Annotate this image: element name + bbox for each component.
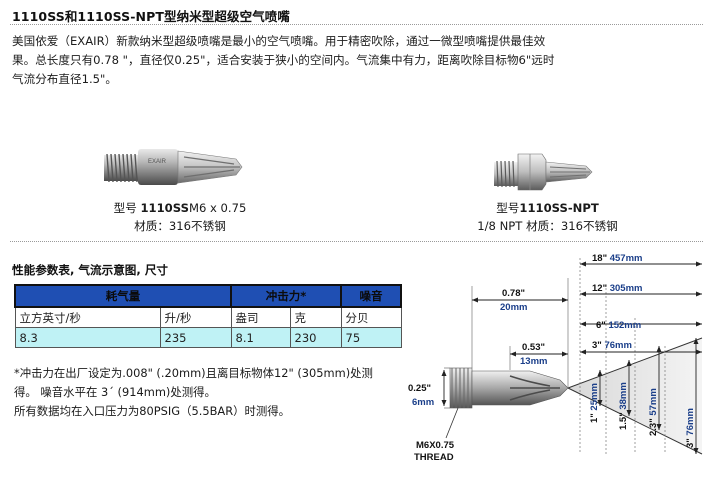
dim-15in-label: 1.5" 38mm — [618, 382, 629, 430]
dim-12in-label: 12" 305mm — [592, 283, 642, 294]
description-line: 气流分布直径1.5"。 — [12, 72, 117, 86]
value-cell: 230 — [289, 327, 342, 348]
unit-cell: 克 — [289, 306, 342, 328]
nozzle-1110ss-npt-image — [494, 153, 593, 191]
dim-3in-top-label: 3" 76mm — [592, 340, 632, 351]
thread-callout-line1: M6X0.75 — [416, 440, 455, 451]
noise-header: 噪音 — [340, 284, 402, 308]
dim-23in-label: 2.3" 57mm — [648, 388, 659, 436]
dim-1in-label: 1" 25mm — [589, 383, 600, 423]
dim-053in-label: 0.53" — [522, 342, 545, 353]
product-1110ss-npt-model: 型号1110SS-NPT — [496, 201, 599, 215]
unit-cell: 升/秒 — [159, 306, 232, 328]
performance-values-row: 8.3 235 8.1 230 75 — [14, 327, 402, 348]
body-engraving: EXAIR — [148, 159, 167, 165]
air-consumption-header: 耗气量 — [14, 284, 232, 308]
product-1110ss-material: 材质：316不锈钢 — [134, 219, 226, 233]
value-cell: 8.3 — [14, 327, 161, 348]
dim-18in-label: 18" 457mm — [592, 253, 642, 264]
dim-6in-label: 6" 152mm — [596, 320, 641, 331]
thread-callout-line2: THREAD — [414, 452, 454, 463]
value-cell: 8.1 — [230, 327, 291, 348]
performance-table: 耗气量 冲击力* 噪音 立方英寸/秒 升/秒 盎司 克 分贝 8.3 235 8… — [14, 284, 402, 348]
unit-cell: 立方英寸/秒 — [14, 306, 161, 328]
description-line: 果。总长度只有0.78 "，直径仅0.25"，适合安装于狭小的空间内。气流集中有… — [12, 53, 555, 67]
footnote: *冲击力在出厂设定为.008" (.20mm)且离目标物体12" (305mm)… — [14, 366, 373, 380]
dim-20mm-label: 20mm — [500, 302, 527, 313]
value-cell: 235 — [159, 327, 232, 348]
force-header: 冲击力* — [230, 284, 342, 308]
performance-title: 性能参数表, 气流示意图, 尺寸 — [12, 263, 169, 277]
product-1110ss-npt-material: 1/8 NPT 材质：316不锈钢 — [477, 219, 618, 233]
page-title: 1110SS和1110SS-NPT型纳米型超级空气喷嘴 — [12, 9, 291, 24]
dim-6mm-label: 6mm — [412, 397, 434, 408]
nozzle-1110ss-image: EXAIR — [104, 149, 243, 185]
dim-13mm-label: 13mm — [520, 356, 547, 367]
footnote: 所有数据均在入口压力为80PSIG（5.5BAR）时测得。 — [14, 404, 291, 418]
title-divider — [10, 24, 703, 25]
performance-header-row: 耗气量 冲击力* 噪音 — [14, 284, 402, 308]
unit-cell: 分贝 — [340, 306, 402, 328]
footnote: 得。 噪音水平在 3´ (914mm)处测得。 — [14, 385, 216, 399]
airflow-dimension-diagram: 18" 457mm 12" 305mm 0.78" 20mm 6" 152mm … — [408, 253, 703, 463]
dim-3in-vertical-label: 3" 76mm — [685, 408, 696, 448]
dim-diameter-label: 0.25" — [408, 383, 431, 394]
section-divider — [10, 241, 703, 242]
value-cell: 75 — [340, 327, 402, 348]
unit-cell: 盎司 — [230, 306, 291, 328]
dim-078in-label: 0.78" — [502, 288, 525, 299]
description-line: 美国依爱（EXAIR）新款纳米型超级喷嘴是最小的空气喷嘴。用于精密吹除，通过一微… — [12, 34, 546, 48]
product-1110ss-model: 型号 1110SSM6 x 0.75 — [113, 201, 247, 215]
performance-units-row: 立方英寸/秒 升/秒 盎司 克 分贝 — [14, 306, 402, 328]
